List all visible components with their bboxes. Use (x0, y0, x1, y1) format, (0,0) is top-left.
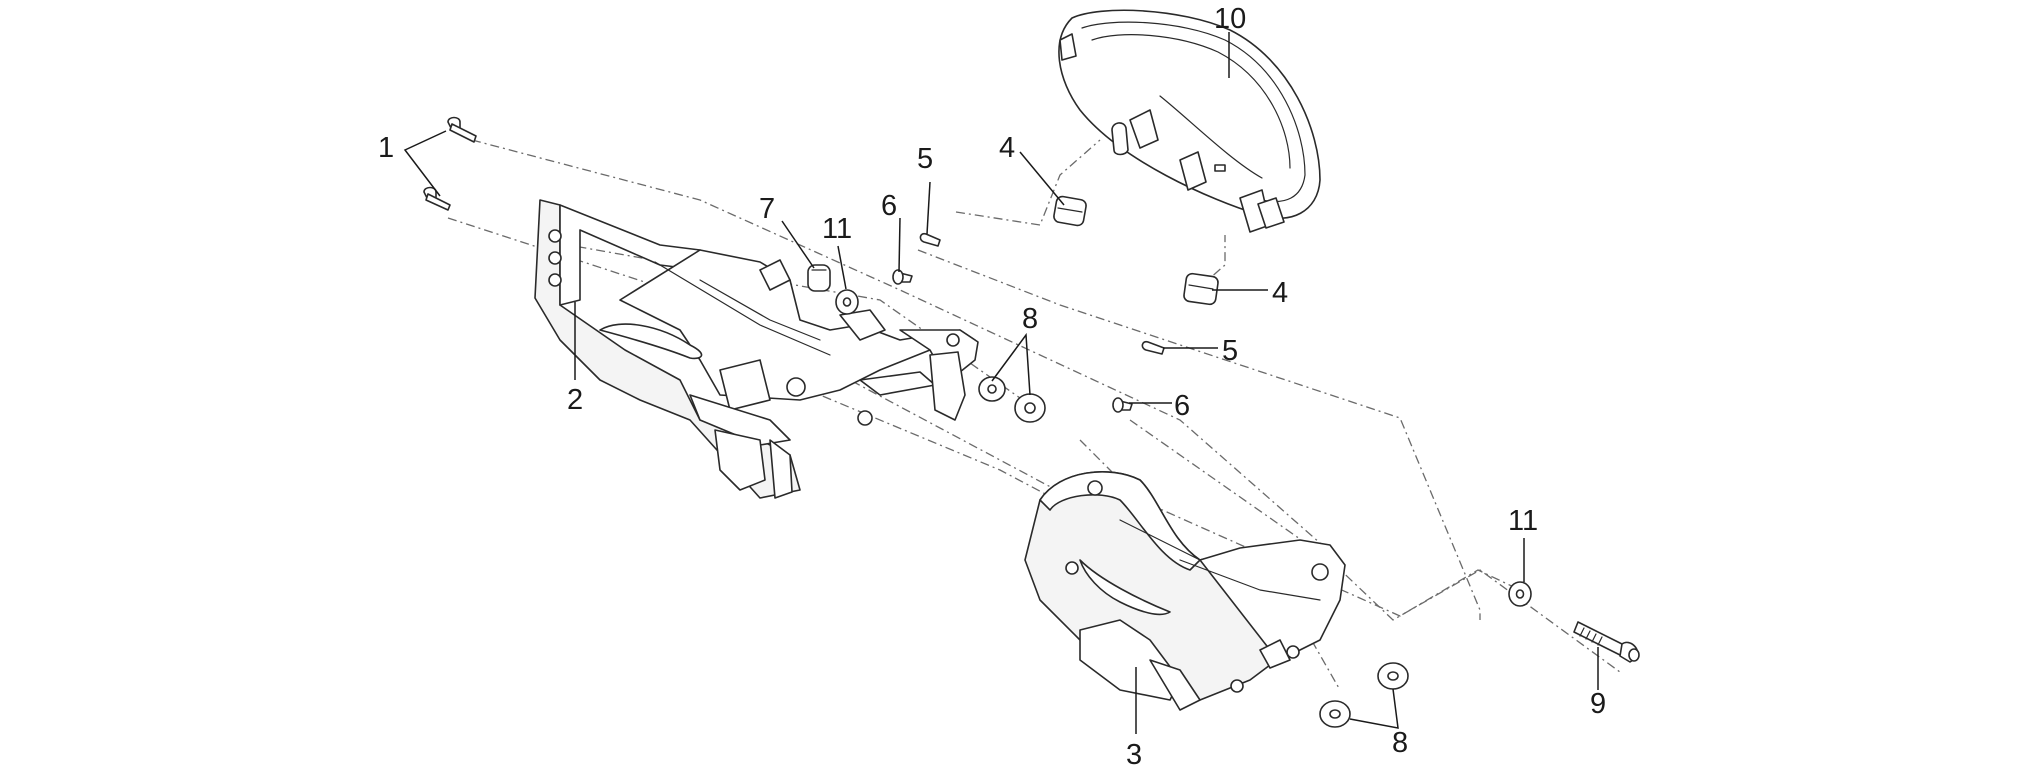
washer-part-11-rear (1508, 581, 1532, 607)
callout-11-front: 11 (822, 213, 852, 245)
callout-8-rear: 8 (1392, 727, 1408, 759)
clip-part-5-lower (1141, 340, 1165, 355)
washer-part-8-front-a (978, 376, 1006, 402)
callout-7: 7 (759, 193, 775, 225)
grommet-part-4-lower (1183, 272, 1219, 306)
front-bracket (534, 199, 979, 499)
callout-labels: 1 2 3 4 4 5 5 6 6 7 8 8 9 10 11 11 (378, 3, 1606, 767)
callout-2: 2 (567, 384, 583, 416)
screw-part-6-upper (892, 269, 913, 285)
callout-6-upper: 6 (881, 190, 897, 222)
callout-6-lower: 6 (1174, 390, 1190, 422)
washer-part-8-front-b (1014, 393, 1046, 423)
clip-part-5-upper (919, 232, 941, 247)
hardware (807, 195, 1640, 728)
callout-4-lower: 4 (1272, 277, 1288, 309)
rear-bracket (1024, 471, 1346, 711)
bolt-part-9 (1573, 621, 1640, 663)
washer-part-8-rear-a (1377, 662, 1409, 690)
grommet-part-4-upper (1053, 195, 1087, 227)
callout-11-rear: 11 (1508, 505, 1538, 537)
instrument-cluster (1058, 9, 1321, 233)
callout-5-lower: 5 (1222, 335, 1238, 367)
bushing-part-7 (807, 264, 831, 292)
callout-8-front: 8 (1022, 303, 1038, 335)
leader-lines (403, 32, 1599, 734)
callout-1: 1 (378, 132, 394, 164)
callout-3: 3 (1126, 739, 1142, 767)
washer-part-8-rear-b (1319, 700, 1351, 728)
callout-9: 9 (1590, 688, 1606, 720)
callout-4-upper: 4 (999, 132, 1015, 164)
screw-part-6-lower (1112, 397, 1133, 413)
washer-part-11-front (835, 289, 859, 315)
callout-5-upper: 5 (917, 143, 933, 175)
callout-10: 10 (1214, 3, 1246, 35)
screws-part-1 (423, 116, 477, 211)
